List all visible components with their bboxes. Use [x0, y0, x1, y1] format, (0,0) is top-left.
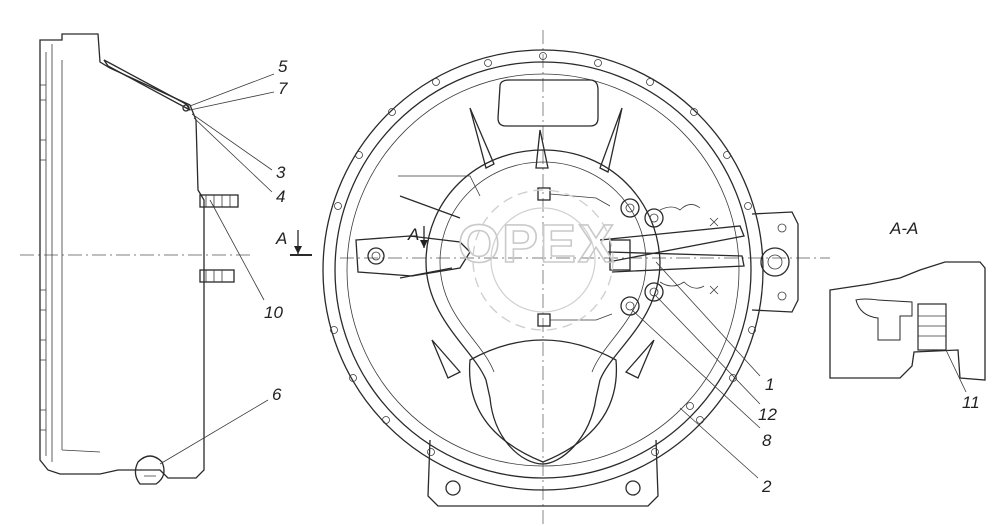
front-view: А — [322, 30, 830, 526]
callout-12: 12 — [758, 405, 777, 424]
callout-4: 4 — [276, 187, 285, 206]
callout-5: 5 — [278, 57, 288, 76]
callout-1: 1 — [765, 375, 774, 394]
watermark: OPEX — [457, 189, 616, 331]
inner-section-marker: А — [407, 225, 419, 244]
section-marker-label: А — [275, 229, 287, 248]
callout-8: 8 — [762, 431, 772, 450]
callout-3: 3 — [276, 163, 286, 182]
side-view — [20, 33, 275, 485]
callout-7: 7 — [278, 79, 288, 98]
callout-10: 10 — [264, 303, 283, 322]
section-title: А-А — [889, 219, 918, 238]
callout-6: 6 — [272, 385, 282, 404]
callout-2: 2 — [761, 477, 772, 496]
section-a-a-view: А-А — [829, 219, 986, 393]
callout-11: 11 — [962, 393, 980, 412]
flange-bolt-holes — [330, 52, 756, 456]
callout-labels: 5 7 3 4 10 6 1 12 8 2 11 — [264, 57, 980, 496]
watermark-text: OPEX — [458, 214, 616, 274]
section-marker: А — [275, 229, 312, 256]
